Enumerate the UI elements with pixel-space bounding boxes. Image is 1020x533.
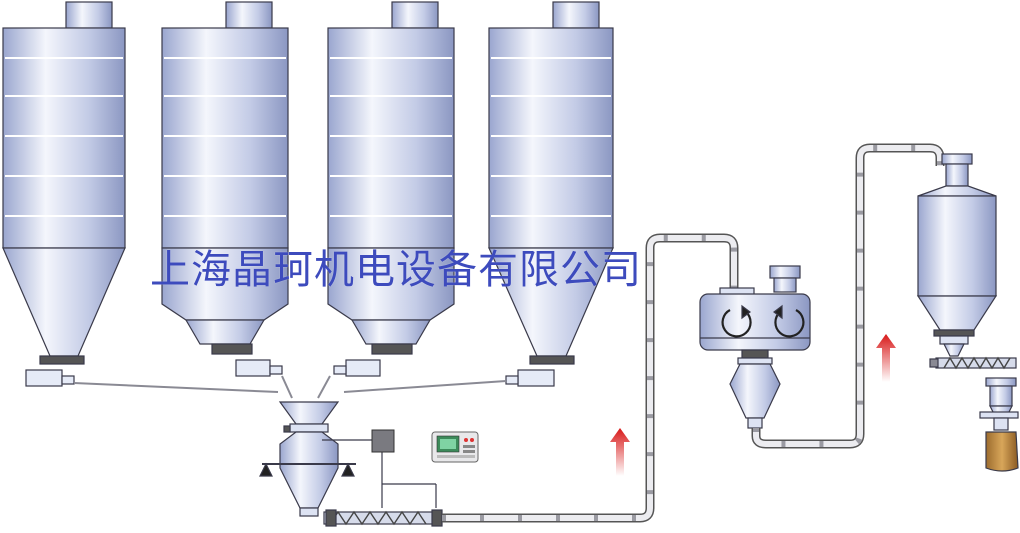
conveying-pipe-1 — [442, 233, 739, 523]
weigh-support-right-icon — [341, 462, 355, 477]
screw-feeder-2 — [929, 356, 1017, 370]
silo-2 — [161, 1, 289, 377]
weigh-hopper — [259, 401, 356, 517]
receiver-cyclone — [916, 153, 998, 357]
up-arrow-icon-2 — [876, 334, 896, 382]
silo-1 — [2, 1, 126, 387]
silo-4 — [488, 1, 614, 387]
control-panel — [431, 431, 479, 463]
screw-feeder-1 — [323, 509, 443, 527]
feed-lines — [73, 375, 507, 399]
weigh-support-left-icon — [259, 462, 273, 477]
rotor-mill — [699, 265, 811, 429]
bagging-station — [979, 377, 1019, 472]
silo-3 — [327, 1, 455, 377]
up-arrow-icon — [610, 428, 630, 476]
signal-lines — [322, 439, 437, 508]
rotation-arrow-icon — [721, 309, 805, 338]
control-box — [371, 429, 395, 453]
conveying-pipe-2 — [751, 143, 945, 449]
